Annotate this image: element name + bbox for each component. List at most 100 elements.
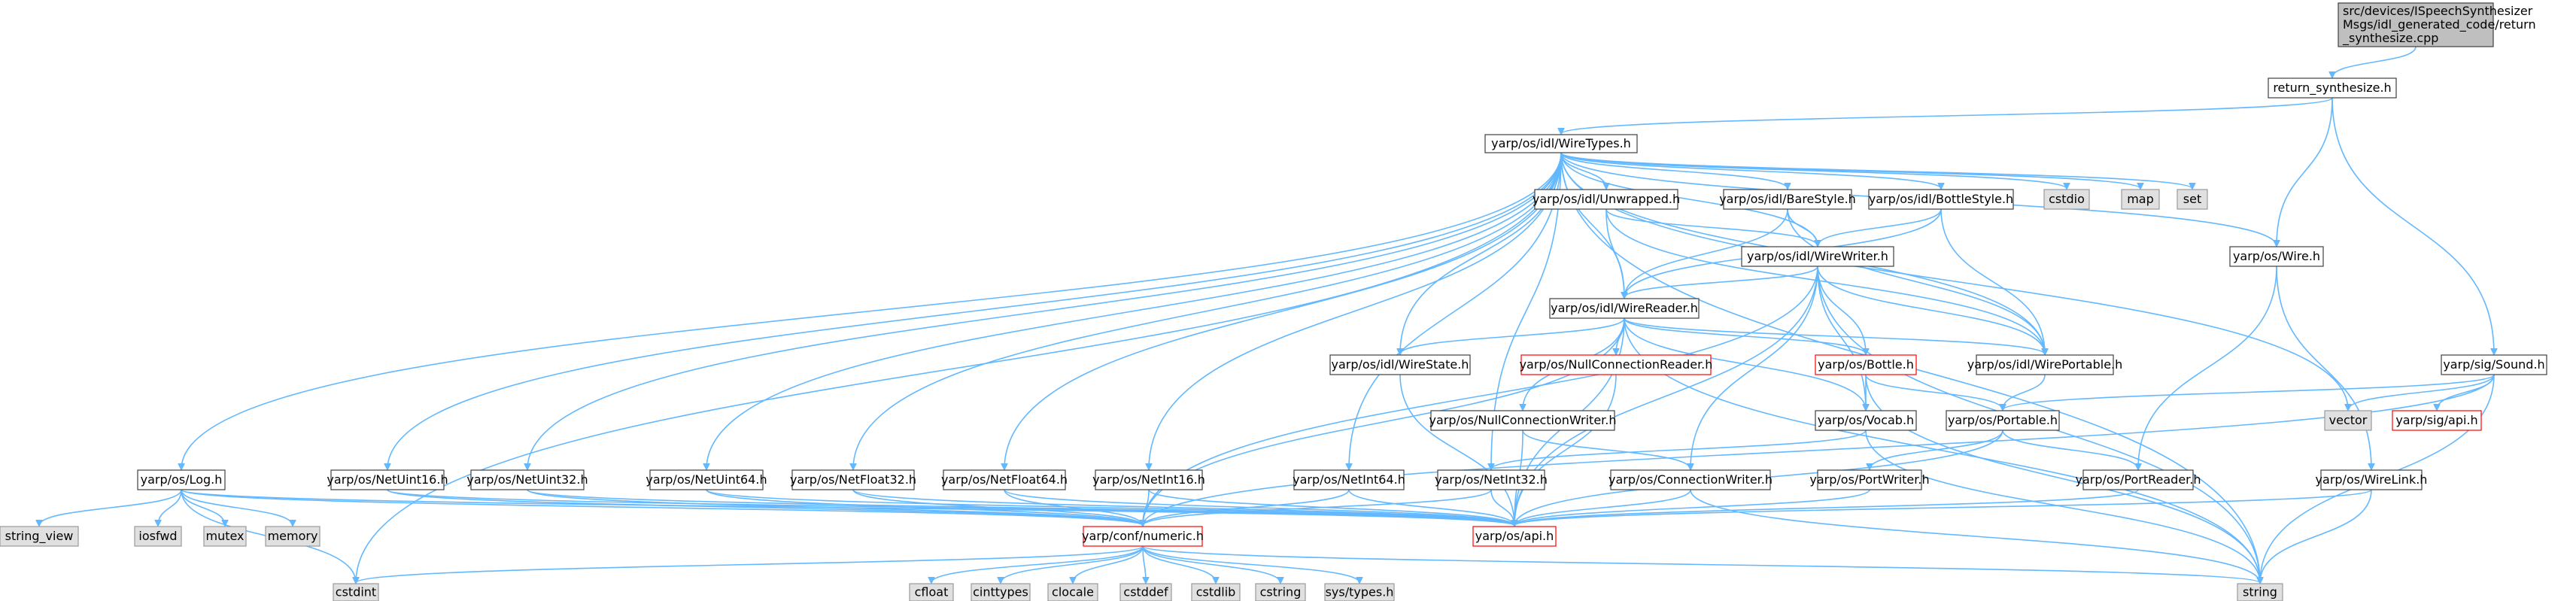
- node-label: yarp/sig/api.h: [2395, 413, 2477, 427]
- node-ni64[interactable]: yarp/os/NetInt64.h: [1293, 469, 1405, 490]
- node-bare[interactable]: yarp/os/idl/BareStyle.h: [1719, 189, 1856, 210]
- node-osapi[interactable]: yarp/os/api.h: [1472, 526, 1557, 547]
- node-wt[interactable]: yarp/os/idl/WireTypes.h: [1484, 134, 1638, 153]
- node-nf64[interactable]: yarp/os/NetFloat64.h: [941, 469, 1068, 490]
- edge-wr-to-vocab: [1624, 317, 1866, 410]
- edge-portable-to-pw: [1870, 430, 2003, 469]
- node-nu16[interactable]: yarp/os/NetUint16.h: [327, 469, 448, 490]
- node-iosfwd: iosfwd: [134, 526, 182, 547]
- node-ncw[interactable]: yarp/os/NullConnectionWriter.h: [1429, 410, 1617, 431]
- edge-wt-to-bottlestyle: [1560, 152, 1941, 189]
- edge-nf32-to-numeric: [852, 489, 1143, 526]
- node-wl[interactable]: yarp/os/WireLink.h: [2316, 469, 2428, 490]
- edge-vocab-to-ni32: [1491, 430, 1867, 469]
- node-label: yarp/os/api.h: [1475, 529, 1554, 543]
- edge-numeric-to-clocale: [1073, 545, 1144, 583]
- node-wp[interactable]: yarp/os/idl/WirePortable.h: [1967, 354, 2123, 375]
- node-box: [971, 583, 1031, 601]
- node-box: [137, 469, 226, 490]
- edge-portable-to-pr: [2002, 430, 2138, 469]
- node-ni16[interactable]: yarp/os/NetInt16.h: [1092, 469, 1205, 490]
- node-wire[interactable]: yarp/os/Wire.h: [2229, 246, 2324, 267]
- edge-sound-to-sigapi: [2437, 374, 2495, 410]
- node-label: yarp/os/NetUint32.h: [466, 472, 588, 487]
- node-box: [203, 526, 247, 547]
- node-nu32[interactable]: yarp/os/NetUint32.h: [466, 469, 588, 490]
- node-box: [2268, 77, 2397, 99]
- node-box: [134, 526, 182, 547]
- node-box: [2441, 354, 2547, 375]
- edge-rs-to-sound: [2331, 97, 2494, 354]
- edge-ni64-to-osapi: [1348, 489, 1514, 526]
- node-map: map: [2121, 189, 2160, 210]
- node-box: [1329, 354, 1471, 375]
- edge-ws-to-osapi: [1399, 374, 1514, 526]
- node-label: yarp/os/NetUint64.h: [646, 472, 767, 487]
- node-label: cstring: [1260, 585, 1302, 599]
- node-sigapi[interactable]: yarp/sig/api.h: [2392, 410, 2482, 431]
- node-box: [1191, 583, 1241, 601]
- edge-wt-to-ws: [1400, 152, 1562, 354]
- node-box: [2082, 469, 2194, 490]
- edge-log-to-mutex: [181, 489, 225, 526]
- edge-sound-to-portable: [2003, 374, 2495, 410]
- node-nf32[interactable]: yarp/os/NetFloat32.h: [790, 469, 916, 490]
- node-set: set: [2177, 189, 2208, 210]
- node-nu64[interactable]: yarp/os/NetUint64.h: [646, 469, 767, 490]
- edge-bottle-to-portable: [1865, 374, 2003, 410]
- node-vocab[interactable]: yarp/os/Vocab.h: [1815, 410, 1917, 431]
- edge-nu64-to-numeric: [706, 489, 1143, 526]
- node-portable[interactable]: yarp/os/Portable.h: [1946, 410, 2060, 431]
- edge-ww-to-vocab: [1817, 266, 1866, 410]
- node-wr[interactable]: yarp/os/idl/WireReader.h: [1549, 298, 1700, 319]
- node-label: return_synthesize.h: [2273, 80, 2391, 96]
- node-box: [1293, 469, 1405, 490]
- node-root[interactable]: src/devices/ISpeechSynthesizerMsgs/idl_g…: [2338, 2, 2536, 47]
- node-box: [0, 526, 79, 547]
- node-bottlestyle[interactable]: yarp/os/idl/BottleStyle.h: [1868, 189, 2014, 210]
- node-box: [2324, 410, 2372, 431]
- node-label: iosfwd: [138, 529, 177, 543]
- node-box: [1324, 583, 1395, 601]
- node-pr[interactable]: yarp/os/PortReader.h: [2075, 469, 2201, 490]
- node-cw[interactable]: yarp/os/ConnectionWriter.h: [1608, 469, 1773, 490]
- node-box: [1083, 526, 1203, 547]
- node-numeric[interactable]: yarp/conf/numeric.h: [1082, 526, 1204, 547]
- node-box: [1520, 354, 1712, 375]
- node-label: Msgs/idl_generated_code/return: [2343, 17, 2536, 32]
- node-label: yarp/os/Bottle.h: [1818, 357, 1914, 372]
- node-label: string: [2243, 585, 2277, 599]
- edge-ww-to-wp: [1817, 266, 2045, 354]
- edge-pw-to-osapi: [1514, 489, 1870, 526]
- node-box: [1946, 410, 2060, 431]
- node-sound[interactable]: yarp/sig/Sound.h: [2441, 354, 2547, 375]
- edge-bare-to-ww: [1787, 208, 1818, 246]
- node-cstdio: cstdio: [2043, 189, 2090, 210]
- edge-nf32-to-osapi: [852, 489, 1514, 526]
- edge-wt-to-cstdint: [356, 152, 1562, 583]
- node-box: [2237, 583, 2283, 601]
- node-unw[interactable]: yarp/os/idl/Unwrapped.h: [1533, 189, 1680, 210]
- node-ws[interactable]: yarp/os/idl/WireState.h: [1329, 354, 1471, 375]
- node-box: [2043, 189, 2090, 210]
- edge-wire-to-wl: [2276, 266, 2371, 469]
- edge-vocab-to-string: [1865, 430, 2260, 583]
- edge-numeric-to-cstring: [1142, 545, 1280, 583]
- node-rs[interactable]: return_synthesize.h: [2268, 77, 2397, 99]
- edge-numeric-to-systypes: [1142, 545, 1359, 583]
- node-systypes: sys/types.h: [1324, 583, 1395, 601]
- node-ww[interactable]: yarp/os/idl/WireWriter.h: [1741, 246, 1894, 267]
- node-ncr[interactable]: yarp/os/NullConnectionReader.h: [1520, 354, 1713, 375]
- node-box: [2320, 469, 2423, 490]
- node-ni32[interactable]: yarp/os/NetInt32.h: [1435, 469, 1548, 490]
- edge-wt-to-nf32: [853, 152, 1562, 469]
- node-label: yarp/os/PortWriter.h: [1809, 472, 1929, 487]
- node-bottle[interactable]: yarp/os/Bottle.h: [1815, 354, 1917, 375]
- edge-bare-to-wp: [1787, 208, 2045, 354]
- node-label: yarp/os/NullConnectionReader.h: [1520, 357, 1713, 372]
- node-log[interactable]: yarp/os/Log.h: [137, 469, 226, 490]
- node-label: yarp/os/PortReader.h: [2075, 472, 2201, 487]
- node-label: _synthesize.cpp: [2342, 31, 2438, 46]
- node-pw[interactable]: yarp/os/PortWriter.h: [1809, 469, 1930, 490]
- node-mutex: mutex: [203, 526, 247, 547]
